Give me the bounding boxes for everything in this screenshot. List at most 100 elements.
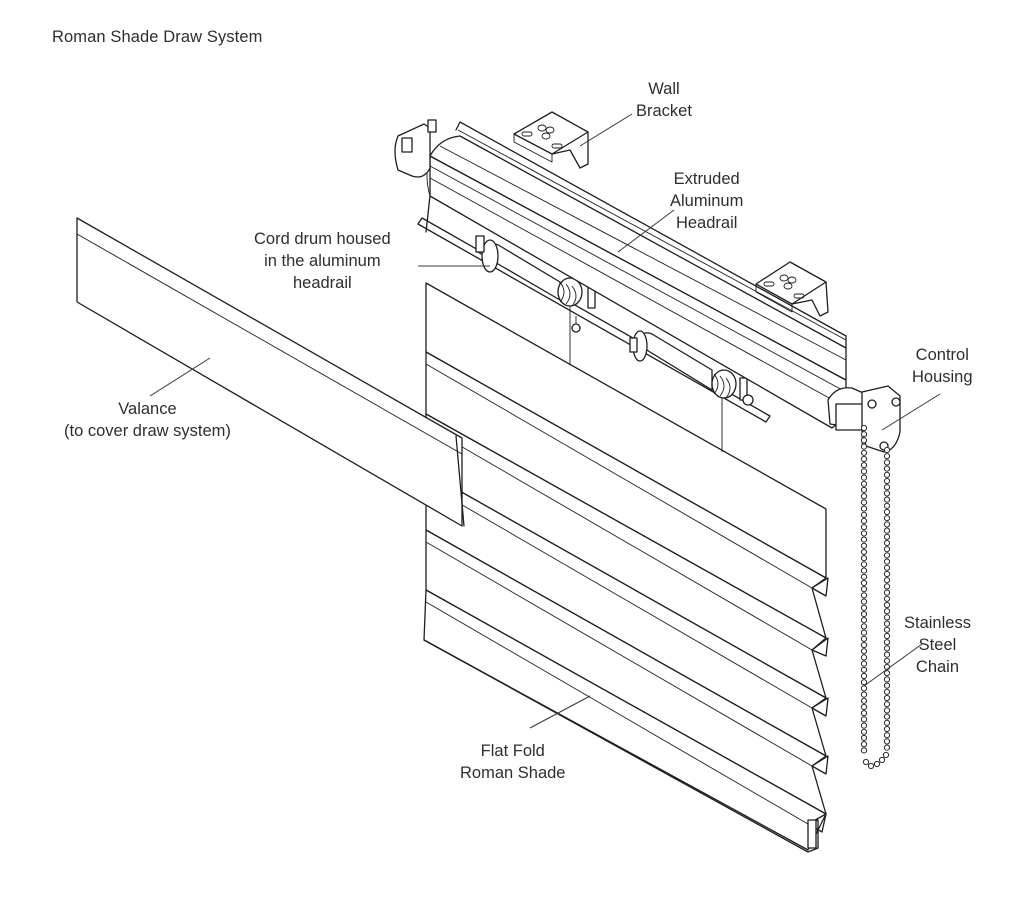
end-cap: [394, 119, 437, 178]
chain-bead: [860, 635, 868, 642]
chain-bead: [883, 496, 891, 503]
chain-bead: [860, 728, 868, 735]
chain-bead: [860, 449, 868, 456]
chain-bead: [883, 508, 891, 516]
chain-bead: [860, 493, 868, 500]
chain-bead: [860, 716, 868, 723]
shade-fold-3: [425, 471, 827, 757]
chain-bead: [860, 548, 868, 556]
chain-bead: [860, 648, 868, 655]
roman-shade: [423, 282, 829, 853]
chain-bead: [883, 732, 891, 739]
chain-bead: [860, 722, 868, 729]
chain-bead: [883, 453, 891, 460]
chain-bead: [860, 679, 868, 686]
chain-bead: [878, 756, 886, 764]
label-line: Control: [915, 346, 969, 364]
label-line: (to cover draw system): [64, 422, 231, 440]
chain-bead: [860, 697, 868, 704]
chain-bead: [883, 459, 891, 466]
chain-bead: [883, 583, 891, 590]
chain-bead: [860, 530, 868, 537]
chain-bead: [860, 598, 868, 605]
chain-bead: [860, 710, 868, 717]
valance: [76, 217, 465, 527]
chain-bead: [860, 480, 868, 487]
valance-panel: [76, 217, 463, 527]
chain-bead: [860, 567, 868, 574]
label-line: Extruded: [673, 170, 740, 188]
chain-bead: [860, 641, 868, 649]
chain-bead: [860, 474, 868, 481]
chain-bead: [860, 524, 868, 531]
leader-lines: [149, 113, 941, 729]
label-chain: Stainless Steel Chain: [904, 612, 971, 678]
cord-drum-1: [475, 235, 596, 333]
label-line: Roman Shade: [460, 764, 566, 782]
chain-bead: [883, 639, 891, 646]
chain-bead: [883, 707, 891, 714]
chain-bead: [860, 424, 868, 432]
chain-bead: [860, 629, 868, 636]
label-line: headrail: [292, 274, 352, 292]
chain-bead: [860, 579, 868, 587]
chain-bead: [860, 443, 868, 450]
chain-bead: [860, 741, 868, 748]
control-housing: [827, 385, 901, 453]
chain-bead: [883, 465, 891, 472]
chain-bead: [883, 521, 891, 528]
chain-bead: [860, 573, 868, 580]
label-control-housing: Control Housing: [912, 344, 973, 388]
chain-bead: [860, 660, 868, 667]
chain-bead: [860, 561, 868, 568]
chain-bead: [883, 589, 891, 596]
shade-fold-1: [425, 351, 827, 639]
chain-bead: [883, 682, 891, 689]
label-line: Bracket: [636, 102, 692, 120]
chain-bead: [860, 542, 868, 549]
chain-bead: [860, 734, 868, 742]
chain-bead: [860, 586, 868, 593]
leader-valance: [149, 357, 211, 397]
chain-bead: [883, 564, 891, 571]
chain-bead: [860, 685, 868, 692]
chain-bead: [862, 758, 870, 766]
chain-bead: [883, 515, 891, 522]
chain-bead: [860, 437, 868, 444]
leader-control-housing: [881, 393, 941, 431]
chain-bead: [860, 499, 868, 506]
chain-bead: [882, 751, 890, 759]
chain-bead: [883, 701, 891, 708]
chain-bead: [883, 645, 891, 652]
chain-bead: [883, 570, 891, 578]
chain-bead: [883, 552, 891, 559]
wall-bracket-2: [755, 261, 829, 317]
label-wall-bracket: Wall Bracket: [636, 78, 692, 122]
wall-bracket-1: [513, 111, 589, 169]
chain-bead: [883, 502, 891, 509]
label-line: Valance: [118, 400, 177, 418]
chain-bead: [883, 546, 891, 553]
chain-bead: [860, 617, 868, 624]
leader-wall-bracket: [579, 113, 633, 147]
chain-bead: [867, 762, 875, 770]
label-line: Headrail: [675, 214, 738, 232]
chain-bead: [883, 725, 891, 733]
stainless-steel-chain: [860, 424, 891, 770]
chain-bead: [883, 614, 891, 621]
label-valance: Valance (to cover draw system): [64, 398, 231, 442]
label-line: Steel: [918, 636, 957, 654]
chain-bead: [883, 595, 891, 602]
label-line: Aluminum: [670, 192, 744, 210]
shade-fold-4: [425, 529, 827, 815]
chain-bead: [860, 517, 868, 525]
cord-drum-2: [629, 330, 754, 406]
chain-bead: [883, 620, 891, 627]
label-line: in the aluminum: [264, 252, 381, 270]
chain-bead: [860, 610, 868, 618]
chain-bead: [883, 694, 891, 702]
chain-bead: [860, 666, 868, 673]
label-line: Housing: [912, 368, 973, 386]
chain-bead: [860, 511, 868, 518]
